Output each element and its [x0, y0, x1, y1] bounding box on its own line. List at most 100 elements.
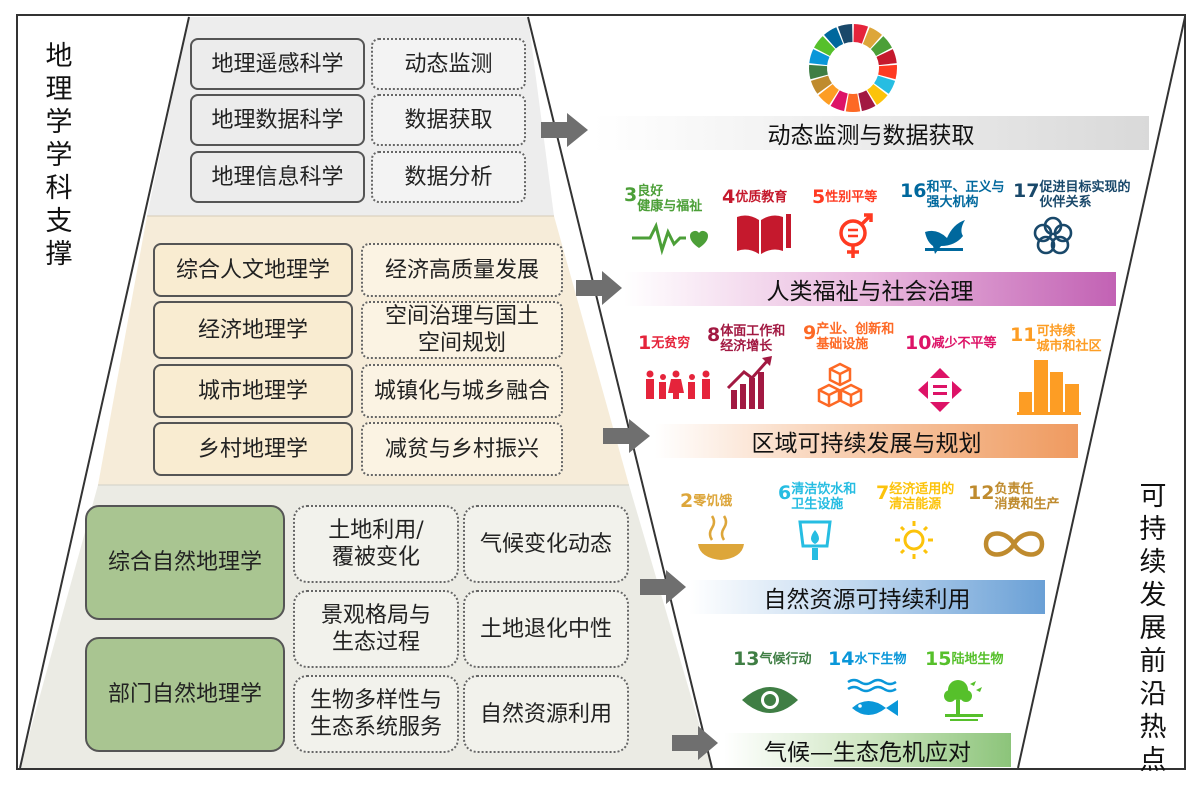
- arrow-4: [640, 570, 686, 604]
- sdg-goal-number: 1: [638, 332, 652, 354]
- arrow-5: [672, 726, 718, 760]
- sdg-goal-text: 无贫穷: [651, 336, 691, 351]
- tree-icon: [944, 680, 983, 721]
- sdg-goal-number: 8: [707, 324, 721, 346]
- banner-bg-monitoring: [593, 116, 1149, 150]
- sdg-goal-text: 体面工作和经济增长: [720, 324, 786, 354]
- sdg-goal-number: 16: [900, 180, 927, 202]
- topic-high-quality-development: 经济高质量发展: [361, 243, 563, 297]
- sdg-wheel-segment: [824, 27, 844, 49]
- discipline-urban-geography: 城市地理学: [153, 364, 353, 418]
- sdg-goal-text: 负责任消费和生产: [994, 482, 1060, 512]
- sdg-wheel-segment: [867, 84, 888, 105]
- family-icon: [646, 370, 710, 399]
- sdg-wheel-segment: [876, 49, 897, 66]
- sdg-goal-text: 良好健康与福祉: [637, 184, 703, 214]
- sdg-goal-text: 减少不平等: [931, 336, 997, 351]
- heartbeat-icon: [632, 221, 708, 256]
- dove-icon: [925, 220, 965, 254]
- sdg-goal-text: 促进目标实现的伙伴关系: [1039, 180, 1131, 210]
- banner-bg-resources: [689, 580, 1045, 614]
- topic-land-use-change: 土地利用/覆被变化: [293, 505, 459, 583]
- topic-climate-change-dynamics: 气候变化动态: [463, 505, 629, 583]
- sdg-goal-text: 性别平等: [825, 190, 878, 205]
- topic-poverty-reduction: 减贫与乡村振兴: [361, 422, 563, 476]
- right-title-text: 可持续发展前沿热点: [1139, 481, 1167, 776]
- sdg-goal-number: 12: [968, 482, 995, 504]
- topic-landscape-pattern: 景观格局与生态过程: [293, 590, 459, 668]
- sdg-wheel-segment: [853, 24, 869, 44]
- banner-monitoring: 动态监测与数据获取: [767, 123, 975, 149]
- discipline-information-science: 地理信息科学: [190, 151, 365, 203]
- sdg-wheel-icon: [809, 24, 897, 113]
- city-icon: [1017, 360, 1081, 415]
- sdg-wheel-segment: [870, 36, 892, 56]
- discipline-economic-geography: 经济地理学: [153, 301, 353, 359]
- infinity-icon: [983, 531, 1045, 557]
- sdg-goal-number: 11: [1010, 324, 1037, 346]
- sdg-goal-number: 14: [828, 648, 855, 670]
- sdg-wheel-segment: [862, 27, 882, 49]
- sdg-goal-number: 17: [1013, 180, 1040, 202]
- banner-bg-welfare: [624, 272, 1116, 306]
- banner-welfare: 人类福祉与社会治理: [766, 279, 974, 305]
- sdg-goal-number: 7: [876, 482, 890, 504]
- sdg-goal-number: 10: [905, 332, 932, 354]
- sdg-goal-text: 陆地生物: [951, 652, 1004, 667]
- sdg-wheel-segment: [809, 49, 830, 66]
- topic-spatial-governance: 空间治理与国土空间规划: [361, 301, 563, 359]
- water-drop-icon: [798, 520, 832, 560]
- sdg-wheel-segment: [809, 64, 828, 80]
- discipline-sectoral-physical-geography: 部门自然地理学: [85, 637, 285, 752]
- sdg-goal-number: 5: [812, 186, 826, 208]
- book-icon: [737, 214, 791, 254]
- topic-biodiversity-services: 生物多样性与生态系统服务: [293, 675, 459, 753]
- arrow-3: [603, 419, 650, 453]
- sdg-wheel-segment: [878, 64, 897, 80]
- arrow-1: [541, 113, 588, 147]
- discipline-remote-sensing: 地理遥感科学: [190, 38, 365, 90]
- banner-bg-climate: [724, 733, 1011, 767]
- sdg-goal-text: 可持续城市和社区: [1036, 324, 1102, 354]
- sdg-goal-text: 和平、正义与强大机构: [926, 180, 1005, 210]
- sdg-goal-number: 2: [680, 490, 694, 512]
- left-title-text: 地理学学科支撑: [45, 41, 73, 270]
- sun-power-icon: [895, 521, 933, 559]
- sdg-goal-text: 水下生物: [854, 652, 907, 667]
- topic-dynamic-monitoring: 动态监测: [371, 38, 526, 90]
- bowl-icon: [698, 515, 744, 560]
- sdg-wheel-segment: [837, 24, 853, 44]
- sdg-goal-text: 清洁饮水和卫生设施: [791, 482, 857, 512]
- topic-data-analysis: 数据分析: [371, 151, 526, 203]
- sdg-wheel-segment: [845, 93, 861, 113]
- banner-regional: 区域可持续发展与规划: [751, 431, 982, 457]
- sdg-goal-number: 6: [778, 482, 792, 504]
- left-vertical-title: 地理学学科支撑: [45, 40, 75, 271]
- right-vertical-title: 可持续发展前沿热点: [1139, 480, 1169, 777]
- sdg-wheel-segment: [874, 75, 896, 94]
- sdg-wheel-segment: [814, 36, 836, 56]
- sdg-goal-number: 4: [722, 186, 736, 208]
- sdg-wheel-segment: [818, 84, 839, 105]
- sdg-goal-number: 13: [733, 648, 760, 670]
- cubes-icon: [817, 362, 863, 408]
- gender-equality-icon: [839, 213, 873, 258]
- topic-land-degradation-neutrality: 土地退化中性: [463, 590, 629, 668]
- sdg-wheel-segment: [858, 90, 876, 112]
- sdg-goal-text: 经济适用的清洁能源: [889, 482, 955, 512]
